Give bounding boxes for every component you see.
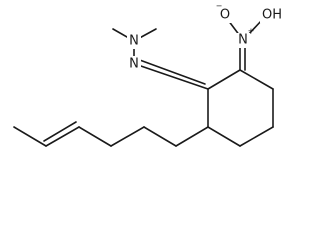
atom-label-oh: OH: [262, 8, 282, 23]
chemical-structure-diagram: N N N + O − OH: [13, 2, 284, 147]
bond-ring-c4-c5: [239, 126, 274, 147]
atom-bg-n-nitronic: [236, 33, 250, 48]
atom-bg-n-lower: [127, 56, 141, 72]
atom-label-n-lower: N: [129, 57, 139, 72]
bond-chain-4: [78, 126, 112, 147]
bond-ring-c2-c3: [239, 69, 274, 90]
atom-bg-n-upper: [127, 33, 141, 49]
charge-plus-label: +: [248, 27, 255, 36]
bond-chain-alkene-a: [45, 126, 80, 147]
bond-group: [13, 19, 274, 147]
bond-chain-alkene-b: [43, 121, 77, 142]
bond-chain-terminal: [13, 126, 47, 147]
atom-label-n-nitronic: N: [238, 33, 248, 48]
atom-label-o-left: O: [220, 8, 230, 23]
bond-ring-c1-c2: [207, 69, 241, 90]
bond-ring-c5-c6: [207, 126, 241, 147]
bond-n-c-double-b: [136, 58, 206, 85]
atom-bg-o-right: [260, 8, 284, 23]
bond-chain-3: [110, 126, 145, 147]
atom-label-group: N N N + O − OH: [127, 2, 284, 72]
bond-chain-1: [175, 126, 209, 147]
atom-label-n-upper: N: [129, 34, 139, 49]
atom-bg-o-left: [218, 8, 232, 23]
bond-n-c-double-a: [134, 63, 209, 90]
charge-minus-label: −: [216, 2, 223, 11]
bond-chain-2: [143, 126, 177, 147]
